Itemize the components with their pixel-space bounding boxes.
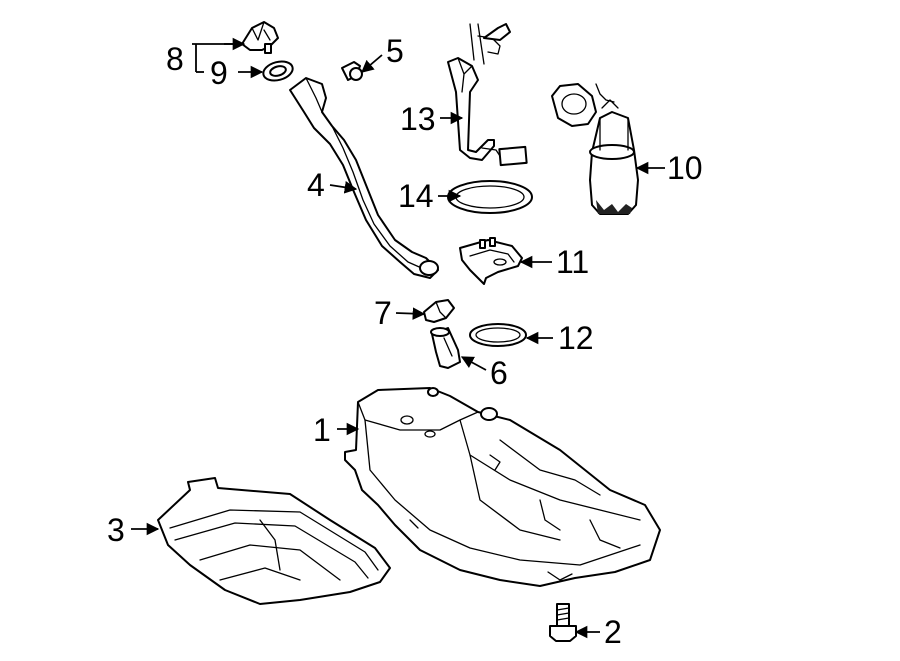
fuel-cap-part xyxy=(241,21,279,54)
leader-lines xyxy=(131,37,665,639)
fuel-tank-part xyxy=(344,387,661,587)
leader-5 xyxy=(361,54,383,73)
cap-gasket-part xyxy=(262,60,294,82)
callout-8: 8 xyxy=(166,41,184,77)
callout-11: 11 xyxy=(556,244,589,280)
fuel-pump-module-part xyxy=(551,83,639,215)
callout-6: 6 xyxy=(490,355,508,391)
pump-gasket-part xyxy=(447,180,533,214)
vent-valve-part xyxy=(341,61,363,81)
callout-14: 14 xyxy=(398,178,434,214)
bolt-part xyxy=(549,603,577,642)
callout-1: 1 xyxy=(313,412,331,448)
callout-2: 2 xyxy=(604,614,622,650)
connector-sleeve-part xyxy=(430,327,461,369)
callout-12: 12 xyxy=(558,320,594,356)
callout-numbers: 1 2 3 4 5 6 7 8 9 10 11 12 13 14 xyxy=(107,33,703,650)
callout-13: 13 xyxy=(400,101,436,137)
filler-pipe-part xyxy=(289,77,439,279)
leader-4 xyxy=(329,181,358,194)
clip-part xyxy=(423,299,455,323)
callout-4: 4 xyxy=(307,167,325,203)
pump-lock-cover-part xyxy=(459,237,523,285)
callout-5: 5 xyxy=(386,33,404,69)
fuel-level-sender-part xyxy=(447,23,528,167)
seal-ring-part xyxy=(469,323,527,347)
callout-3: 3 xyxy=(107,512,125,548)
leader-6 xyxy=(460,356,487,371)
heat-shield-part xyxy=(157,477,391,605)
callout-7: 7 xyxy=(374,295,392,331)
callout-10: 10 xyxy=(667,150,703,186)
callout-9: 9 xyxy=(210,55,228,91)
leader-7 xyxy=(395,307,426,320)
